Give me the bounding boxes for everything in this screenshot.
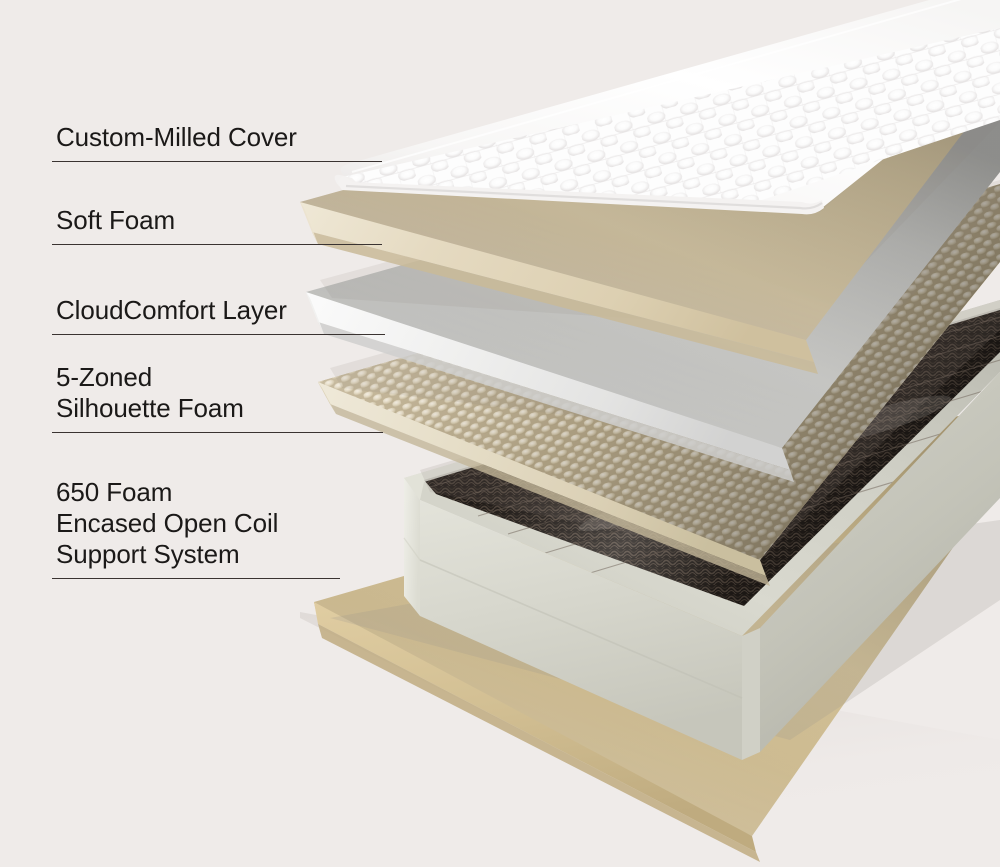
base-foam-front-edge-lower xyxy=(318,624,760,862)
coil-unit-corner-bevel xyxy=(742,628,760,760)
coil-unit-left-face xyxy=(404,478,420,616)
coil-unit-front-seam xyxy=(419,559,743,699)
layer-custom-milled-cover xyxy=(334,0,1000,215)
label-group-custom-milled-cover: Custom-Milled Cover xyxy=(0,122,420,162)
cover-top-highlight xyxy=(351,0,962,173)
zoned-foam-front-edge-shade xyxy=(330,404,770,586)
coil-unit-right-face xyxy=(760,372,1000,752)
label-text-soft-foam: Soft Foam xyxy=(56,205,176,235)
leader-rule-custom-milled-cover xyxy=(52,161,382,162)
leader-rule-cloudcomfort-layer xyxy=(52,334,385,335)
cloudcomfort-left-edge xyxy=(306,292,324,334)
soft-foam-left-edge xyxy=(300,202,318,244)
cloudcomfort-front-edge-shade xyxy=(318,322,794,482)
label-group-cloudcomfort-layer: CloudComfort Layer xyxy=(0,295,420,335)
label-text-custom-milled-cover: Custom-Milled Cover xyxy=(56,122,297,152)
label-group-soft-foam: Soft Foam xyxy=(0,205,420,245)
cover-front-binding-shade xyxy=(345,184,823,210)
zoned-foam-front-edge xyxy=(318,382,766,576)
label-text-coil-support-system: 650 Foam Encased Open Coil Support Syste… xyxy=(56,477,279,569)
zoned-foam-left-edge xyxy=(318,382,336,414)
coil-unit-front-face xyxy=(420,500,742,760)
leader-rule-coil-support-system xyxy=(52,578,340,579)
label-text-zoned-silhouette-foam: 5-Zoned Silhouette Foam xyxy=(56,362,244,423)
base-foam-front-edge xyxy=(314,602,756,852)
cover-front-binding xyxy=(338,176,824,215)
label-group-zoned-silhouette-foam: 5-Zoned Silhouette Foam xyxy=(0,362,420,433)
leader-rule-soft-foam xyxy=(52,244,382,245)
cloudcomfort-front-edge xyxy=(306,292,790,470)
soft-foam-front-edge xyxy=(300,202,814,362)
label-group-coil-support-system: 650 Foam Encased Open Coil Support Syste… xyxy=(0,477,420,579)
soft-foam-front-edge-shade xyxy=(312,232,818,374)
coil-unit-left-seam xyxy=(403,537,421,561)
leader-rule-zoned-silhouette-foam xyxy=(52,432,383,433)
label-text-cloudcomfort-layer: CloudComfort Layer xyxy=(56,295,287,325)
